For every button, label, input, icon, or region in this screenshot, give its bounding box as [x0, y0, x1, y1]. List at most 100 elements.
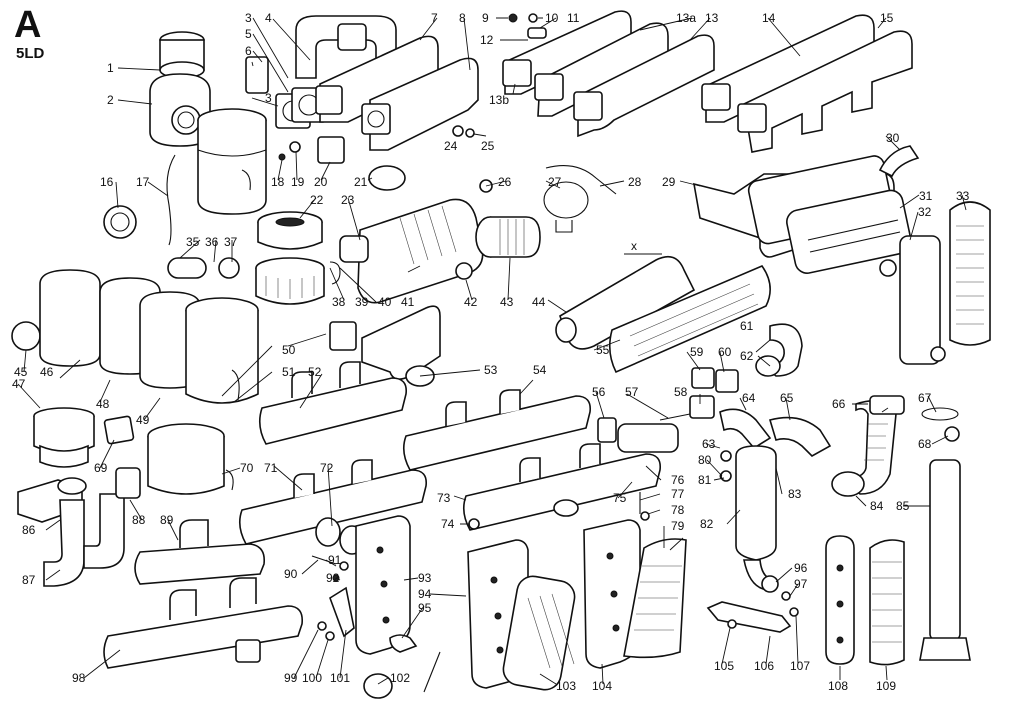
callout-label: 14: [762, 11, 776, 25]
manifold-13a: [534, 22, 669, 117]
callout-label: 104: [592, 679, 612, 693]
manifold-98: [103, 577, 304, 669]
callout-label: 95: [418, 601, 432, 615]
callout-label: 67: [918, 391, 932, 405]
nut-18-19: [278, 141, 301, 161]
callout-label: 33: [956, 189, 970, 203]
callout-labels: 1 2 3 4 5 6 3 7 8 9 10 11 12 13a 13 14 1…: [12, 11, 970, 693]
callout-label: 108: [828, 679, 848, 693]
callout-label: x: [631, 239, 637, 253]
callout-label: 75: [613, 491, 627, 505]
callout-label: 97: [794, 577, 808, 591]
elbow-64: [719, 408, 772, 450]
callout-label: 61: [740, 319, 754, 333]
manifold-7: [315, 35, 439, 123]
callout-label: 3: [265, 91, 272, 105]
callout-label: 91: [328, 553, 342, 567]
washer-107: [789, 607, 799, 617]
flange-62: [755, 355, 781, 377]
callout-label: 28: [628, 175, 642, 189]
diagram-letter: A: [14, 4, 42, 46]
callout-label: 52: [308, 365, 322, 379]
callout-label: 45: [14, 365, 28, 379]
guard-103: [502, 575, 576, 691]
air-filter-47: [33, 407, 95, 468]
callout-label: 12: [480, 33, 494, 47]
drain-42: [455, 262, 473, 280]
callout-label: 9: [482, 11, 489, 25]
callout-label: 51: [282, 365, 296, 379]
hose-84: [831, 399, 897, 497]
filter-housings-46-49: [39, 269, 201, 389]
callout-label: 59: [690, 345, 704, 359]
manifold-53: [361, 305, 441, 387]
callout-label: 60: [718, 345, 732, 359]
elbow-30: [878, 145, 920, 178]
callout-label: 53: [484, 363, 498, 377]
silencer-82: [735, 445, 778, 591]
callout-label: 66: [832, 397, 846, 411]
callout-label: 19: [291, 175, 305, 189]
callout-label: 89: [160, 513, 174, 527]
silencer-32: [879, 235, 946, 365]
callout-label: 78: [671, 503, 685, 517]
callout-label: 3: [245, 11, 252, 25]
washer-78: [640, 511, 650, 521]
elbow-87: [43, 477, 87, 587]
callout-label: 101: [330, 671, 350, 685]
callout-label: 82: [700, 517, 714, 531]
bolt-63: [720, 450, 732, 462]
callout-label: 83: [788, 487, 802, 501]
callout-label: 16: [100, 175, 114, 189]
perforated-guard-33: [949, 201, 991, 346]
washer-81: [720, 470, 732, 482]
hose-17: [166, 154, 176, 246]
callout-label: 62: [740, 349, 754, 363]
elbow-102: [363, 673, 393, 699]
callout-label: 72: [320, 461, 334, 475]
callout-label: 88: [132, 513, 146, 527]
callout-label: 4: [265, 11, 272, 25]
cap-21: [368, 165, 406, 191]
muffler-44: [555, 255, 696, 350]
callout-label: 76: [671, 473, 685, 487]
tailpipe-85: [919, 459, 971, 661]
manifold-73: [462, 443, 662, 531]
manifold-15: [737, 30, 913, 153]
callout-label: 8: [459, 11, 466, 25]
callout-label: 24: [444, 139, 458, 153]
callout-label: 2: [107, 93, 114, 107]
flange-76: [617, 423, 679, 453]
clamp-40: [329, 261, 341, 285]
flange-66: [869, 395, 905, 415]
callout-label: 90: [284, 567, 298, 581]
callout-label: 47: [12, 377, 26, 391]
manifold-13: [573, 34, 715, 138]
washer-99: [317, 621, 327, 631]
callout-label: 109: [876, 679, 896, 693]
washer-97: [781, 591, 791, 601]
callout-label: 71: [264, 461, 278, 475]
callout-label: 93: [418, 571, 432, 585]
callout-label: 79: [671, 519, 685, 533]
callout-label: 57: [625, 385, 639, 399]
callout-label: 26: [498, 175, 512, 189]
callout-label: 23: [341, 193, 355, 207]
nut-74: [468, 518, 480, 530]
callout-label: 94: [418, 587, 432, 601]
washer-91: [339, 561, 349, 571]
callout-label: 32: [918, 205, 932, 219]
callout-label: 37: [224, 235, 238, 249]
prefilter-50: [255, 257, 325, 305]
plug-11: [527, 27, 547, 39]
callout-label: 64: [742, 391, 756, 405]
muffler-104: [583, 519, 641, 669]
gasket-60: [715, 369, 739, 393]
callout-label: 49: [136, 413, 150, 427]
callout-label: 106: [754, 659, 774, 673]
callout-label: 31: [919, 189, 933, 203]
callout-label: 13a: [676, 11, 696, 25]
callout-label: 30: [886, 131, 900, 145]
